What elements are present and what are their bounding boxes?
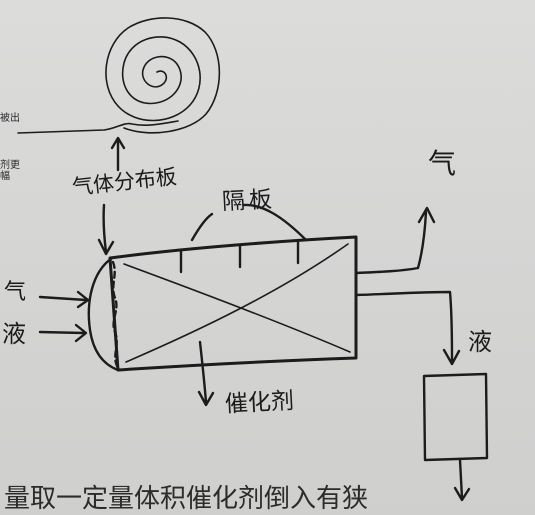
liquid-outlet-label: 液 (468, 328, 492, 356)
liquid-inlet-arrow (38, 323, 88, 343)
reactor-body (108, 235, 358, 372)
bottom-printed-line: 量取一定量体积催化剂倒入有狭 (4, 484, 369, 514)
spiral-base-line (17, 120, 179, 134)
margin-text-3: 幅 (0, 171, 10, 182)
liquid-collector-box (422, 372, 489, 462)
gas-outlet-label: 气 (428, 147, 457, 180)
margin-text-1: 被出 (0, 113, 20, 124)
gas-inlet-label: 气 (4, 280, 27, 305)
pointer-arrow-down (97, 203, 115, 256)
gas-outlet-line (354, 206, 436, 275)
collector-outlet-arrow (453, 458, 471, 502)
baffle-label: 隔板 (221, 186, 277, 216)
reactor-inlet-head (87, 256, 120, 372)
catalyst-outlet-arrow (197, 340, 215, 407)
catalyst-bed-cross (123, 243, 351, 363)
liquid-inlet-label: 液 (2, 320, 26, 348)
catalyst-label: 催化剂 (224, 388, 295, 418)
spiral-drawing (105, 17, 221, 134)
pointer-arrow-up (110, 136, 126, 172)
distribution-plate (111, 260, 119, 368)
gas-inlet-arrow (38, 290, 90, 309)
liquid-outlet-line (354, 290, 461, 366)
margin-text-2: 剂更 (0, 160, 20, 171)
baffle-label-bracket (190, 203, 308, 242)
